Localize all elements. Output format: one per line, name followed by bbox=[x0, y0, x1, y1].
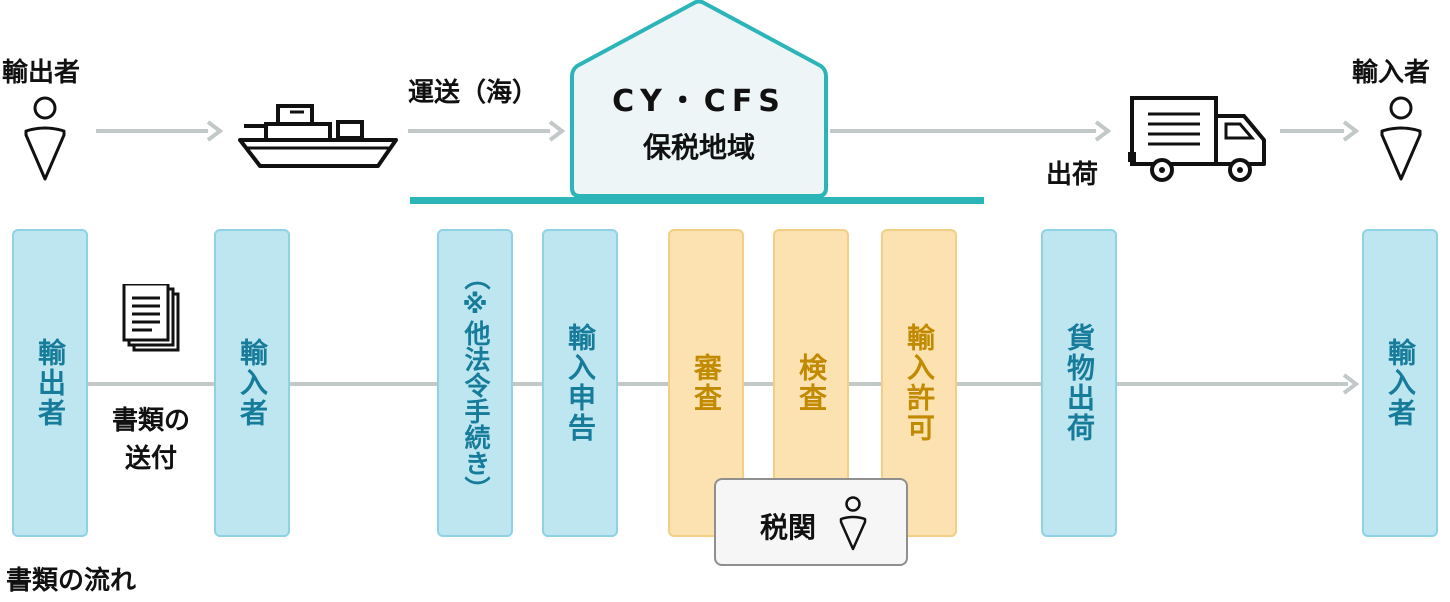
arrow-ship-warehouse bbox=[408, 129, 550, 133]
bonded-area-house bbox=[570, 0, 828, 198]
column-label: 貨物出荷 bbox=[1063, 323, 1096, 443]
importer-person-icon bbox=[1380, 96, 1422, 181]
exporter-person-icon bbox=[24, 96, 66, 181]
shipment-label: 出荷 bbox=[1046, 160, 1099, 190]
warehouse-subtitle: 保税地域 bbox=[642, 131, 755, 164]
arrow-warehouse-truck bbox=[830, 129, 1096, 133]
customs-person-icon bbox=[839, 496, 867, 551]
column-label: 輸入者 bbox=[236, 338, 269, 428]
arrowhead-icon bbox=[548, 120, 566, 142]
arrowhead-icon bbox=[1094, 120, 1112, 142]
column-importer-final: 輸入者 bbox=[1362, 229, 1438, 537]
column-label: 輸入許可 bbox=[903, 323, 936, 443]
arrowhead-icon bbox=[206, 120, 224, 142]
truck-icon bbox=[1128, 96, 1266, 182]
document-flow-footer: 書類の流れ bbox=[6, 566, 137, 596]
bonded-area-baseline bbox=[410, 197, 984, 204]
column-label: 輸入申告 bbox=[564, 323, 597, 443]
column-label: 輸出者 bbox=[34, 338, 67, 428]
arrowhead-icon bbox=[1342, 120, 1360, 142]
column-label: 輸入者 bbox=[1384, 338, 1417, 428]
ship-icon bbox=[238, 104, 398, 168]
customs-label: 税関 bbox=[760, 511, 817, 544]
column-label: 審査 bbox=[690, 353, 723, 413]
arrowhead-icon bbox=[1342, 373, 1360, 395]
document-icon bbox=[122, 284, 180, 352]
column-import-declaration: 輸入申告 bbox=[542, 229, 618, 537]
column-importer: 輸入者 bbox=[214, 229, 290, 537]
column-exporter: 輸出者 bbox=[12, 229, 88, 537]
column-other-laws: （※他法令手続き） bbox=[437, 229, 513, 537]
importer-label: 輸入者 bbox=[1352, 58, 1431, 88]
exporter-label: 輸出者 bbox=[2, 58, 81, 88]
warehouse-title: CY・CFS bbox=[612, 84, 786, 119]
arrow-truck-importer bbox=[1280, 129, 1344, 133]
customs-box: 税関 bbox=[714, 478, 908, 566]
arrow-exporter-ship bbox=[96, 129, 208, 133]
transport-label: 運送（海） bbox=[408, 78, 539, 108]
column-label: （※他法令手続き） bbox=[460, 264, 490, 502]
document-sending-caption: 書類の 送付 bbox=[111, 406, 190, 474]
column-label: 検査 bbox=[795, 353, 828, 413]
column-cargo-shipment: 貨物出荷 bbox=[1041, 229, 1117, 537]
